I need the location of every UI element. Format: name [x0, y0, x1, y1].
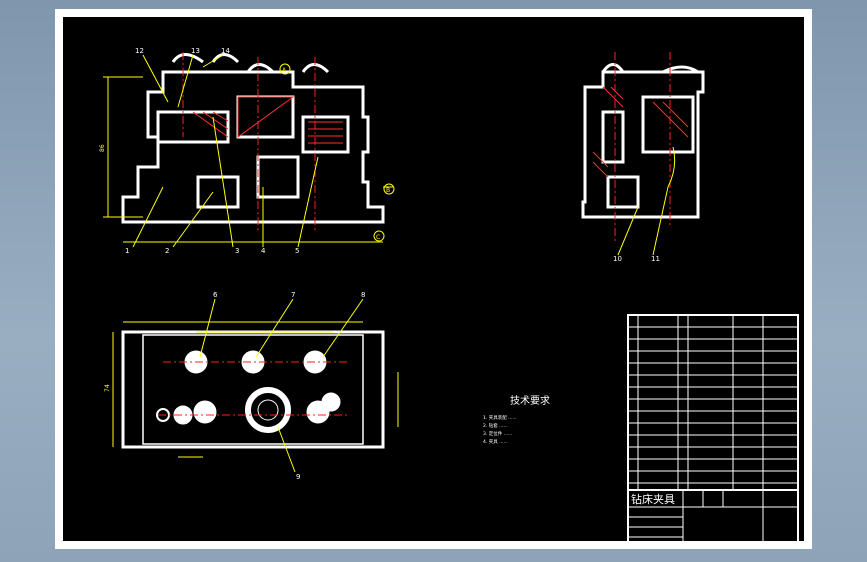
- side-view-centerlines: [614, 52, 671, 242]
- side-view: [581, 63, 705, 219]
- plan-view: [121, 330, 385, 449]
- tech-req-line-1: 1. 夹具装配 ......: [483, 414, 517, 421]
- leader-label-5: 5: [295, 247, 299, 255]
- side-leaders: [617, 146, 676, 256]
- tech-req-line-2: 2. 钻套 ......: [483, 422, 508, 429]
- leader-label-1: 1: [125, 247, 129, 255]
- leader-label-14: 14: [221, 47, 230, 55]
- leader-label-11: 11: [651, 255, 660, 263]
- front-view: [121, 53, 385, 224]
- front-view-hatch: [192, 96, 343, 144]
- leader-label-3: 3: [235, 247, 239, 255]
- leader-label-7: 7: [291, 291, 295, 299]
- leader-label-6: 6: [213, 291, 218, 299]
- datum-a-symbol: [279, 63, 291, 75]
- plan-centerlines: [158, 361, 348, 416]
- datum-c: C: [376, 234, 380, 241]
- datum-b: B: [386, 187, 390, 194]
- leader-label-10: 10: [613, 255, 622, 263]
- parts-list: [627, 314, 799, 491]
- leader-label-4: 4: [261, 247, 266, 255]
- leader-label-13: 13: [191, 47, 200, 55]
- datum-b-symbol: [383, 183, 395, 195]
- plan-view-holes: [156, 350, 341, 433]
- drawing-canvas: 86 1 2 3 4 5 12 13 14 A B C: [63, 17, 804, 549]
- plan-height-dim: 74: [104, 384, 111, 392]
- leader-label-12: 12: [135, 47, 144, 55]
- front-height-dim: 86: [99, 144, 106, 152]
- plan-leaders: [199, 298, 364, 473]
- tech-req-line-4: 4. 夹具 ......: [483, 438, 508, 445]
- front-leaders: [132, 54, 319, 248]
- plan-dimensions: [112, 321, 399, 458]
- front-view-dimensions: [103, 76, 393, 243]
- drawing-title: 钻床夹具: [631, 492, 675, 506]
- datum-a: A: [282, 67, 287, 74]
- tech-requirements-heading: 技术要求: [510, 394, 550, 407]
- front-view-centerlines: [182, 52, 316, 232]
- cad-drawing: 86 1 2 3 4 5 12 13 14 A B C: [99, 47, 799, 549]
- leader-label-2: 2: [165, 247, 169, 255]
- leader-label-9: 9: [296, 473, 300, 481]
- tech-req-line-3: 3. 定位件 ......: [483, 430, 512, 437]
- leader-label-8: 8: [361, 291, 365, 299]
- drawing-sheet: 86 1 2 3 4 5 12 13 14 A B C: [55, 9, 812, 549]
- datum-c-symbol: [373, 230, 385, 242]
